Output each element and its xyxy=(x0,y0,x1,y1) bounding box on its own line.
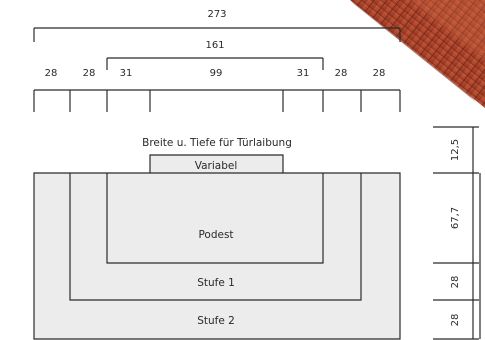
label-variabel: Variabel xyxy=(195,160,238,172)
caption: Breite u. Tiefe für Türlaibung xyxy=(142,137,292,149)
label-stufe-1: Stufe 1 xyxy=(197,277,235,289)
segment-label: 28 xyxy=(45,68,58,79)
podest-outline xyxy=(106,173,324,264)
dimension-total-label: 273 xyxy=(207,9,226,20)
vertical-label: 12,5 xyxy=(450,139,461,161)
segment-label: 31 xyxy=(297,68,310,79)
label-stufe-2: Stufe 2 xyxy=(197,315,235,327)
dimension-inner: 161 xyxy=(106,40,324,70)
dimension-segments: 28 28 31 99 31 28 28 xyxy=(45,68,386,79)
stufe-2-area xyxy=(33,154,401,340)
vertical-label: 28 xyxy=(450,314,461,327)
segment-label: 28 xyxy=(83,68,96,79)
dimension-total: 273 xyxy=(33,9,401,42)
dimension-chain xyxy=(33,89,401,112)
vertical-label: 67,7 xyxy=(450,207,461,229)
segment-label: 99 xyxy=(210,68,223,79)
stufe-1-outline xyxy=(69,173,362,301)
segment-label: 28 xyxy=(335,68,348,79)
brick-wall-graphic xyxy=(350,0,485,108)
label-podest: Podest xyxy=(198,229,233,241)
vertical-dimensions: 12,5 67,7 28 28 xyxy=(433,126,481,340)
vertical-label: 28 xyxy=(450,276,461,289)
segment-label: 28 xyxy=(373,68,386,79)
segment-label: 31 xyxy=(120,68,133,79)
dimension-inner-label: 161 xyxy=(205,40,224,51)
stair-levels xyxy=(33,154,401,340)
